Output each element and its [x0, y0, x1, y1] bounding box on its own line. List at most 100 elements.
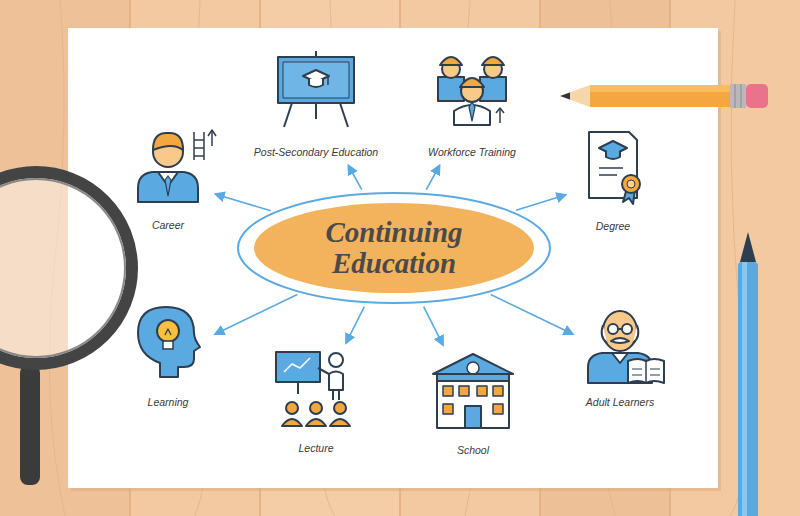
career-icon-part [138, 172, 198, 202]
topic-node: Degree [571, 126, 655, 235]
degree-icon-part [599, 174, 617, 176]
learning-icon [138, 307, 200, 377]
arrow-connector [426, 166, 439, 190]
learning-icon-part [138, 307, 200, 377]
magnifying-glass-part [20, 365, 40, 485]
career-icon-part [153, 133, 183, 150]
adult-learners-icon-part [628, 359, 664, 383]
workforce-training-icon-part [482, 57, 504, 65]
adult-learners-icon-part-part [632, 375, 642, 376]
degree-icon [589, 132, 640, 204]
post-secondary-icon-part [284, 103, 292, 127]
lecture-icon-part [282, 419, 350, 426]
post-secondary-icon-part [309, 79, 323, 87]
magnifying-glass-part [0, 179, 125, 357]
workforce-training-icon-part [438, 77, 464, 101]
lecture-icon-part [297, 382, 299, 394]
school-icon-part [437, 374, 509, 381]
pencil-part [746, 84, 768, 108]
arrow-connector [349, 166, 362, 190]
lecture-icon-part [310, 402, 322, 414]
magnifying-glass [0, 172, 132, 485]
post-secondary-icon-part [327, 76, 329, 85]
topic-node: Lecture [274, 348, 358, 457]
central-ellipse: Continuing Education [235, 190, 553, 306]
school-icon-part [433, 354, 513, 374]
workforce-training-icon [438, 57, 506, 125]
magnifying-glass-part [0, 172, 132, 364]
center-title: Continuing Education [309, 217, 479, 279]
magnifying-glass-part [0, 172, 132, 364]
post-secondary-icon-part [283, 62, 349, 98]
pencil-part [730, 84, 746, 108]
school-icon-part [465, 406, 481, 428]
degree-icon-part [627, 180, 635, 188]
learning-icon-part [165, 329, 171, 335]
adult-learners-icon-part [608, 324, 618, 334]
adult-learners-icon-part [611, 338, 629, 343]
adult-learners-icon-part-part [650, 375, 660, 376]
career-icon-part-part [194, 147, 204, 149]
lecture-icon-part [286, 402, 298, 414]
topic-label: Post-Secondary Education [250, 146, 382, 159]
post-secondary-icon-part [315, 103, 317, 119]
workforce-training-icon-part [460, 78, 484, 87]
topic-node: Learning [126, 303, 210, 411]
lecture-icon-part [318, 368, 329, 374]
arrow-connector [215, 295, 297, 334]
learning-icon-part [163, 341, 173, 349]
school-icon-part-part [443, 404, 453, 414]
wood-table-part [49, 0, 745, 516]
pencil-part [590, 85, 730, 92]
pencil-part [560, 85, 590, 107]
topic-node: Adult Learners [578, 303, 662, 411]
career-icon-part-part [211, 130, 213, 146]
school-icon-part [467, 362, 479, 374]
degree-icon-part [622, 175, 640, 193]
lecture-icon-part [338, 390, 340, 400]
adult-learners-icon-part [602, 325, 639, 343]
workforce-training-icon-part [496, 108, 504, 113]
post-secondary-icon [278, 51, 354, 127]
adult-learners-icon [588, 311, 664, 383]
pen-part [740, 232, 756, 262]
degree-icon-part [606, 151, 620, 159]
career-icon-part [165, 176, 171, 196]
adult-learners-icon-part [645, 361, 647, 383]
ellipse-fill [254, 203, 534, 293]
post-secondary-icon-part [340, 103, 348, 127]
workforce-training-icon-part [440, 57, 462, 65]
workforce-training-icon-part [480, 77, 506, 101]
school-icon [433, 354, 513, 428]
topic-label: Career [126, 219, 210, 232]
workforce-training-icon-part [469, 102, 475, 121]
lecture-icon-part [329, 372, 343, 391]
topic-label: School [431, 444, 515, 457]
topic-node: School [431, 350, 515, 459]
adult-learners-icon-part-part [650, 369, 660, 370]
post-secondary-icon-part [278, 57, 354, 103]
lecture-icon [276, 352, 350, 426]
topic-node: Career [126, 126, 210, 234]
pencil-part [735, 84, 736, 108]
school-icon-part-part [459, 386, 469, 396]
lecture-icon-part [332, 390, 334, 400]
arrow-connector [346, 307, 364, 343]
lecture-icon-part [284, 358, 310, 372]
pencil-part [741, 84, 742, 108]
pen-part [738, 262, 758, 516]
school-icon-part [437, 374, 509, 428]
pencil-part [590, 85, 730, 107]
outer-ring [238, 193, 550, 303]
pen [738, 232, 758, 516]
school-icon-part-part [443, 386, 453, 396]
degree-icon-part [589, 132, 637, 198]
lecture-icon-part [334, 402, 346, 414]
school-icon-part-part [493, 386, 503, 396]
career-icon-part-part [194, 155, 204, 157]
topic-label: Degree [571, 220, 655, 233]
degree-icon-part [599, 167, 623, 169]
pencil-part [560, 93, 570, 100]
